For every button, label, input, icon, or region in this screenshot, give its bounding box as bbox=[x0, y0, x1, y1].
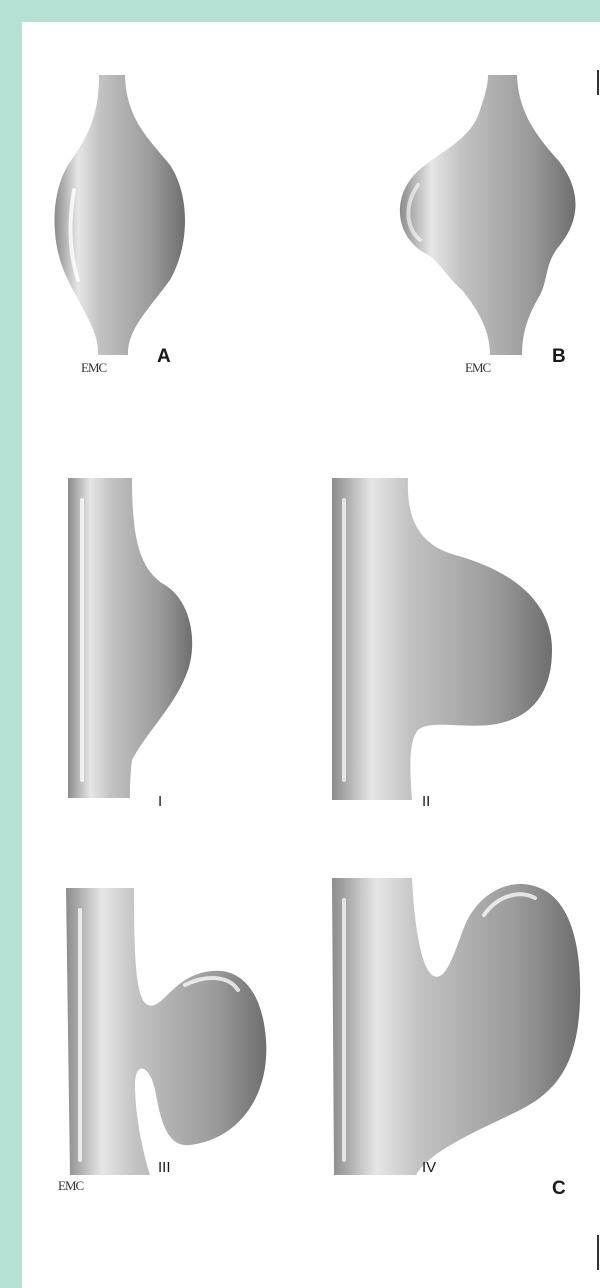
panel-a-label: A bbox=[157, 346, 171, 367]
panel-a-fusiform-aneurysm: EMC A bbox=[55, 75, 186, 375]
stage-iii-vessel: III EMC bbox=[58, 888, 266, 1193]
panel-b-label: B bbox=[552, 346, 566, 367]
panel-a-credit: EMC bbox=[81, 360, 107, 375]
panel-c-credit: EMC bbox=[58, 1178, 84, 1193]
stage-iv-vessel: IV C bbox=[332, 878, 580, 1199]
panel-b-credit: EMC bbox=[465, 360, 491, 375]
stage-ii-vessel: II bbox=[332, 478, 552, 810]
stage-iv-label: IV bbox=[422, 1159, 436, 1176]
stage-ii-label: II bbox=[422, 793, 430, 810]
panel-c-label: C bbox=[552, 1178, 566, 1199]
panel-b-irregular-aneurysm: EMC B bbox=[400, 75, 576, 375]
stage-iii-label: III bbox=[158, 1159, 171, 1176]
stage-i-vessel: I bbox=[68, 478, 192, 810]
stage-i-label: I bbox=[158, 793, 162, 810]
